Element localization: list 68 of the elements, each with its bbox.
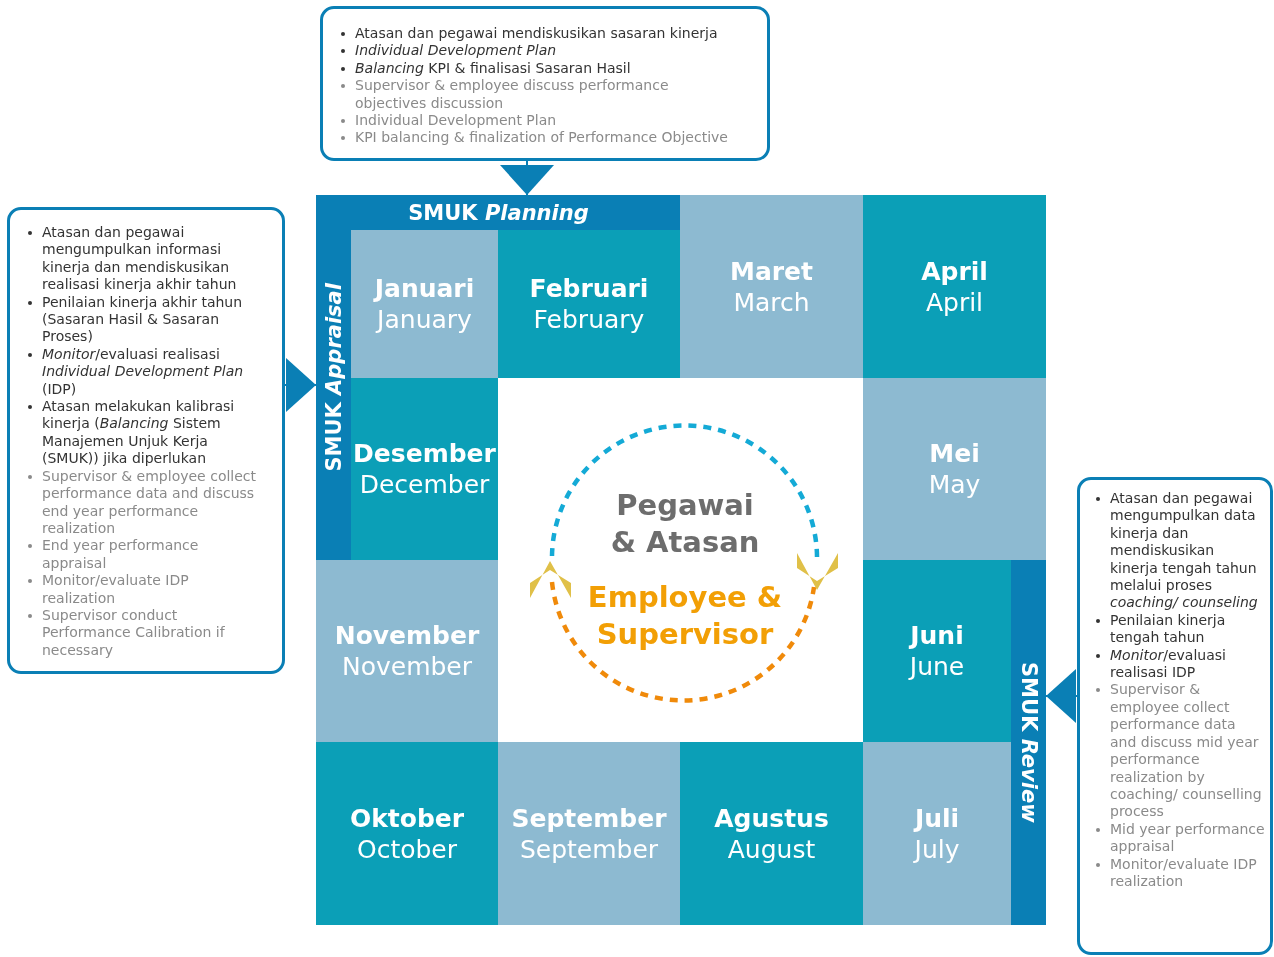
bullet-text: Penilaian kinerja akhir tahun (Sasaran Hasil & Sasaran Proses): [42, 293, 243, 345]
bullet-text: End year performance appraisal: [42, 537, 199, 571]
bullet-text: Monitor/evaluasi realisasi IDP: [1110, 646, 1226, 681]
bullet-text: Monitor/evaluasi realisasi Individual Development Plan (IDP): [42, 345, 244, 397]
bullet-text: Supervisor conduct Performance Calibration if necessary: [42, 606, 225, 658]
pointer-arrow: [1045, 669, 1078, 723]
bullet-text: Supervisor & employee collect performance data and discuss mid year performance realization by coaching/ counselling process: [1110, 681, 1262, 820]
bullet-text: Atasan melakukan kalibrasi kinerja (Balancing Sistem Manajemen Unjuk Kerja (SMUK)) jika diperlukan: [42, 398, 235, 467]
month-name-english: May: [928, 469, 981, 500]
bullet-text: Penilaian kinerja tengah tahun: [1110, 611, 1226, 646]
center-title-english: Employee & Supervisor: [586, 579, 784, 653]
bullet-text: Balancing KPI & finalisasi Sasaran Hasil: [355, 59, 631, 76]
month-name-english: October: [356, 833, 458, 865]
month-name-english: September: [519, 833, 659, 865]
center-title: Pegawai & Atasan: [609, 487, 761, 561]
month-name-english: June: [909, 651, 965, 682]
month-name: Juni: [910, 620, 964, 651]
month-name: Juli: [914, 802, 960, 834]
month-tile: [351, 230, 498, 378]
month-name-english: April: [925, 286, 984, 318]
month-tile: [316, 742, 498, 925]
pointer-arrow: [284, 358, 317, 412]
month-tile: [680, 195, 863, 378]
month-name: April: [921, 255, 988, 287]
bullet-text: Individual Development Plan: [355, 112, 557, 129]
month-tile: [351, 378, 498, 560]
phase-title: SMUK Planning: [408, 200, 589, 225]
bullet-text: Supervisor & employee discuss performance objectives discussion: [355, 77, 669, 111]
bullet-text: Individual Development Plan: [355, 42, 557, 59]
month-name-english: December: [359, 469, 490, 500]
bullet-text: Mid year performance appraisal: [1110, 820, 1265, 855]
month-name-english: July: [914, 833, 960, 865]
bullet-text: Atasan dan pegawai mendiskusikan sasaran kinerja: [355, 25, 718, 41]
month-tile: [863, 742, 1011, 925]
month-name-english: November: [341, 651, 473, 682]
phase-band: [1011, 560, 1046, 925]
callout-box: [1077, 477, 1273, 955]
callout-box: [7, 207, 285, 674]
month-tile: [863, 378, 1046, 560]
bullet-text: KPI balancing & finalization of Performance Objective: [355, 129, 728, 146]
month-name-english: March: [733, 286, 810, 318]
bullet-text: Atasan dan pegawai mengumpulkan informasi kinerja dan mendiskusikan realisasi kinerja akhir tahun: [42, 224, 237, 293]
month-name: Januari: [374, 273, 475, 304]
bullet-text: Supervisor & employee collect performance data and discuss end year performance realization: [42, 467, 257, 536]
month-name-english: January: [377, 304, 472, 335]
bullet-text: Monitor/evaluate IDP realization: [1110, 855, 1257, 889]
month-tile: [316, 560, 498, 742]
phase-title: SMUK Review: [1016, 662, 1041, 823]
month-tile: [863, 560, 1011, 742]
month-name: September: [511, 802, 667, 834]
pointer-arrow: [500, 160, 554, 196]
month-tile: [498, 230, 680, 378]
bullet-text: Atasan dan pegawai mengumpulkan data kinerja dan mendiskusikan kinerja tengah tahun melalui proses coaching/ counseling: [1110, 490, 1258, 611]
month-name: November: [334, 620, 480, 651]
month-name-english: August: [727, 833, 816, 865]
month-tile: [680, 742, 863, 925]
callout-box: [320, 6, 770, 161]
month-name: Maret: [730, 255, 813, 287]
month-tile: [498, 742, 680, 925]
month-name: Mei: [929, 438, 980, 469]
month-name: Februari: [529, 273, 649, 304]
month-name: Oktober: [349, 802, 465, 834]
phase-title: SMUK Appraisal: [321, 283, 346, 472]
month-name: Agustus: [714, 802, 829, 834]
month-tile: [863, 195, 1046, 378]
bullet-text: Monitor/evaluate IDP realization: [42, 572, 189, 606]
month-name: Desember: [353, 438, 496, 469]
month-name-english: February: [533, 304, 645, 335]
